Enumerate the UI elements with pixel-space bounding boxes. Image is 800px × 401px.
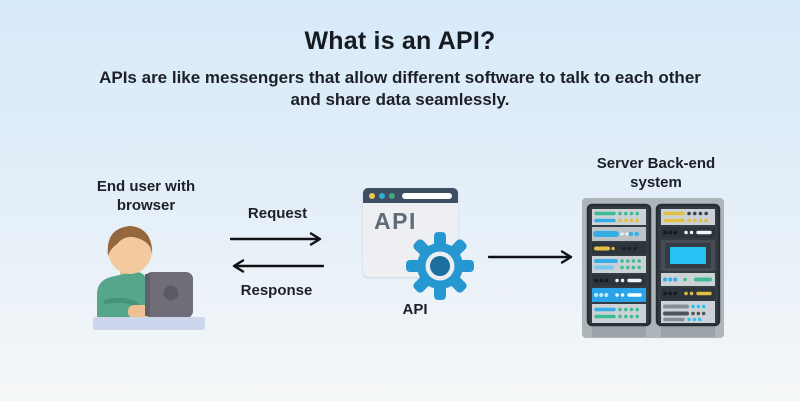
response-label: Response [240, 282, 313, 299]
person-at-laptop-icon [93, 226, 205, 330]
window-dot-blue-icon [379, 192, 385, 199]
gear-icon [406, 232, 474, 300]
window-dot-yellow-icon [369, 192, 375, 199]
request-arrow [230, 232, 322, 246]
response-arrow [232, 259, 324, 273]
laptop-logo [163, 285, 179, 301]
api-to-server-arrow [487, 250, 573, 264]
server-rack-icon [582, 198, 724, 338]
address-bar [402, 192, 452, 199]
desk [93, 317, 205, 330]
server-label: Server Back-end system [596, 155, 716, 191]
api-label: API [402, 301, 428, 318]
browser-titlebar [363, 188, 458, 203]
request-label: Request [247, 205, 308, 222]
page-subtitle: APIs are like messengers that allow diff… [99, 68, 701, 110]
browser-api-text: API [374, 208, 417, 234]
person-hand [128, 305, 150, 318]
user-label: End user with browser [96, 178, 196, 214]
window-dot-green-icon [389, 192, 395, 199]
server-monitor-screen [670, 247, 706, 264]
server-cabinet-right [655, 203, 721, 327]
page-title: What is an API? [304, 27, 496, 55]
person-hair [107, 226, 153, 258]
server-cabinet-left [586, 203, 652, 327]
